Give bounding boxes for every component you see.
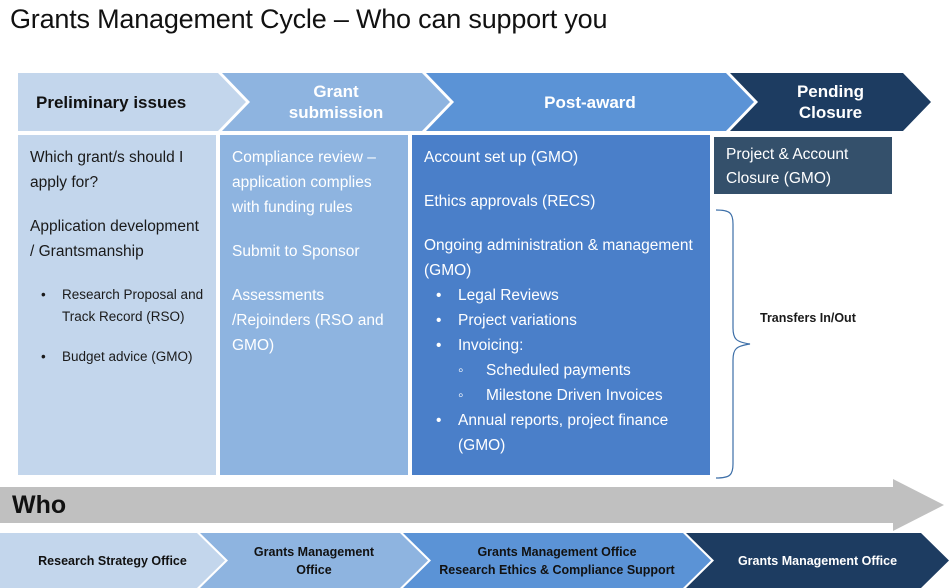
who-chevron-gmo-recs[interactable]: Grants Management Office Research Ethics… [403,533,711,588]
who-heading: Who [12,491,67,519]
transfers-in-out-label: Transfers In/Out [760,311,856,325]
list-item: Research Proposal and Track Record (RSO) [30,284,206,328]
who-arrow-bar [0,479,944,531]
postaward-ongoing-administration: Ongoing administration & management (GMO… [424,237,693,279]
list-item: Scheduled payments [424,358,700,383]
list-item: Milestone Driven Invoices [424,383,700,408]
stage-content-post-award: Account set up (GMO) Ethics approvals (R… [412,135,710,475]
preliminary-bullet-list: Research Proposal and Track Record (RSO)… [30,284,206,368]
stage-content-preliminary-issues: Which grant/s should I apply for? Applic… [18,135,216,475]
who-chevron-grants-management-office[interactable]: Grants Management Office [200,533,428,588]
submission-assessments-rejoinders: Assessments /Rejoinders (RSO and GMO) [232,287,384,354]
list-item: Legal Reviews [424,283,700,308]
stage-chevron-post-award[interactable]: Post-award [426,73,754,131]
transfers-brace [712,208,754,480]
postaward-bullet-list: Legal Reviews Project variations Invoici… [424,283,700,358]
stage-chevron-label: Preliminary issues [36,92,187,112]
who-chevron-label: Grants Management [253,544,375,559]
who-chevron-closure-gmo[interactable]: Grants Management Office [686,533,949,588]
who-chevron-label: Grants Management Office [737,553,898,568]
stage-content-grant-submission: Compliance review – application complies… [220,135,408,475]
stage-chevron-label: Post-award [544,92,636,112]
list-item: Invoicing: [424,333,700,358]
postaward-ethics-approvals: Ethics approvals (RECS) [424,193,596,210]
who-chevron-research-strategy-office[interactable]: Research Strategy Office [0,533,225,588]
preliminary-application-development: Application development / Grantsmanship [30,218,199,260]
postaward-bullet-list-last: Annual reports, project finance (GMO) [424,408,700,458]
closure-text: Project & Account Closure (GMO) [726,146,849,187]
who-chevron-label: Research Strategy Office [38,553,187,568]
list-item: Budget advice (GMO) [30,346,206,368]
submission-compliance-review: Compliance review – application complies… [232,149,376,216]
preliminary-question: Which grant/s should I apply for? [30,149,184,191]
stage-chevron-preliminary-issues[interactable]: Preliminary issues [18,73,246,131]
postaward-invoicing-sublist: Scheduled payments Milestone Driven Invo… [424,358,700,408]
who-chevron-label-2: Office [296,562,332,577]
who-chevron-label: Grants Management Office [477,544,637,559]
list-item: Annual reports, project finance (GMO) [424,408,700,458]
stage-content-pending-closure: Project & Account Closure (GMO) [714,137,892,194]
curly-brace-icon [715,209,751,479]
page-title: Grants Management Cycle – Who can suppor… [10,4,608,34]
list-item: Project variations [424,308,700,333]
who-chevron-row: Research Strategy Office Grants Manageme… [0,533,949,588]
who-chevron-label-2: Research Ethics & Compliance Support [439,562,675,577]
postaward-account-setup: Account set up (GMO) [424,149,579,166]
submission-submit-to-sponsor: Submit to Sponsor [232,243,360,260]
